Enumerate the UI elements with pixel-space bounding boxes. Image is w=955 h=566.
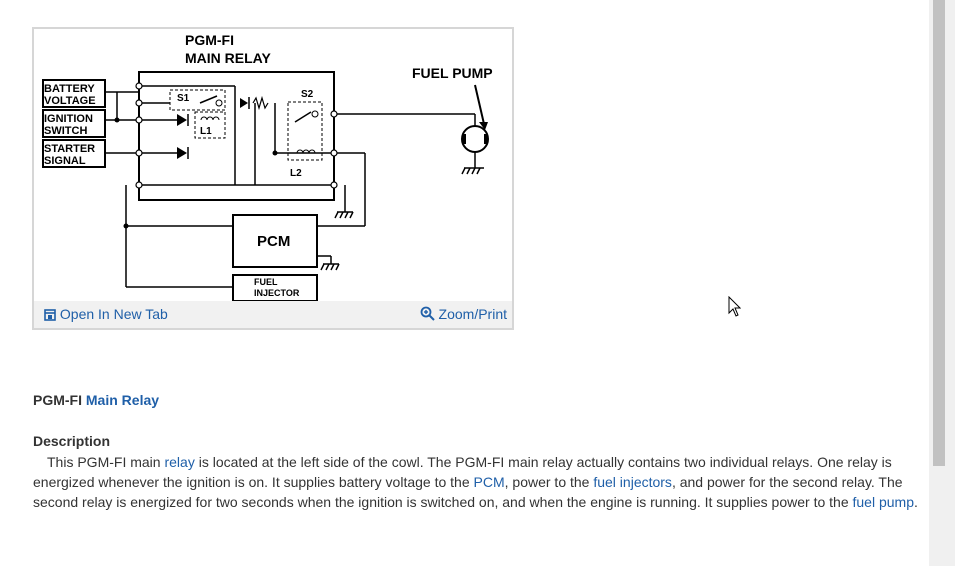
desc-text-1: This PGM-FI main <box>47 454 165 470</box>
pcm-label: PCM <box>257 233 290 250</box>
diagram-figure: PGM-FI MAIN RELAY FUEL PUMP BATTERY VOLT… <box>32 27 514 330</box>
l2-label: L2 <box>290 168 302 179</box>
open-new-tab-button[interactable]: Open In New Tab <box>44 306 168 322</box>
battery-label-line2: VOLTAGE <box>44 95 96 107</box>
desc-text-2: is located at the left side of the cowl.… <box>33 454 892 490</box>
description-paragraph: This PGM-FI main relay is located at the… <box>33 452 918 512</box>
zoom-icon <box>420 306 435 321</box>
pcm-link[interactable]: PCM <box>473 474 505 490</box>
injector-label-line1: FUEL <box>254 277 278 287</box>
fuel-injectors-link[interactable]: fuel injectors <box>593 474 672 490</box>
zoom-print-label: Zoom/Print <box>438 306 507 322</box>
desc-text-4: , and power for the second relay. The se… <box>33 474 903 510</box>
ignition-switch-box <box>42 109 106 138</box>
pcm-box <box>232 214 318 268</box>
l1-label: L1 <box>200 126 212 137</box>
starter-label-line1: STARTER <box>44 143 95 155</box>
open-tab-icon <box>44 309 56 321</box>
l1-coil-box <box>194 111 226 139</box>
description-heading: Description <box>33 433 111 449</box>
vertical-scrollbar[interactable] <box>929 0 955 566</box>
battery-label-line1: BATTERY <box>44 83 95 95</box>
zoom-print-button[interactable]: Zoom/Print <box>420 306 507 322</box>
relay-title-line1: PGM-FI <box>185 32 234 48</box>
relay-title-line2: MAIN RELAY <box>185 50 271 66</box>
article-title: PGM-FI Main Relay <box>33 390 918 410</box>
starter-signal-box <box>42 139 106 168</box>
relay-wiring-diagram: PGM-FI MAIN RELAY FUEL PUMP BATTERY VOLT… <box>42 32 493 302</box>
article-title-prefix: PGM-FI <box>33 392 86 408</box>
figure-toolbar: Open In New Tab Zoom/Print <box>34 301 512 328</box>
main-relay-box <box>138 71 335 201</box>
open-new-tab-label: Open In New Tab <box>59 306 168 322</box>
fuel-pump-label: FUEL PUMP <box>412 65 493 81</box>
mouse-cursor-icon <box>728 296 741 317</box>
article-content: PGM-FI Main Relay Description This PGM-F… <box>33 390 918 512</box>
main-relay-link[interactable]: Main Relay <box>85 392 160 408</box>
starter-label-line2: SIGNAL <box>44 155 86 167</box>
s1-label: S1 <box>177 93 190 104</box>
fuel-pump-link[interactable]: fuel pump <box>852 494 914 510</box>
ignition-label-line1: IGNITION <box>44 113 93 125</box>
ignition-label-line2: SWITCH <box>44 125 87 137</box>
scrollbar-thumb[interactable] <box>933 0 945 466</box>
s2-switch-box <box>287 101 323 161</box>
relay-link[interactable]: relay <box>164 454 195 470</box>
battery-voltage-box <box>42 79 106 108</box>
s1-switch-box <box>169 89 226 111</box>
desc-text-3: , power to the <box>504 474 594 490</box>
s2-label: S2 <box>301 89 314 100</box>
injector-label-line2: INJECTOR <box>254 288 300 298</box>
desc-text-5: . <box>913 494 918 510</box>
